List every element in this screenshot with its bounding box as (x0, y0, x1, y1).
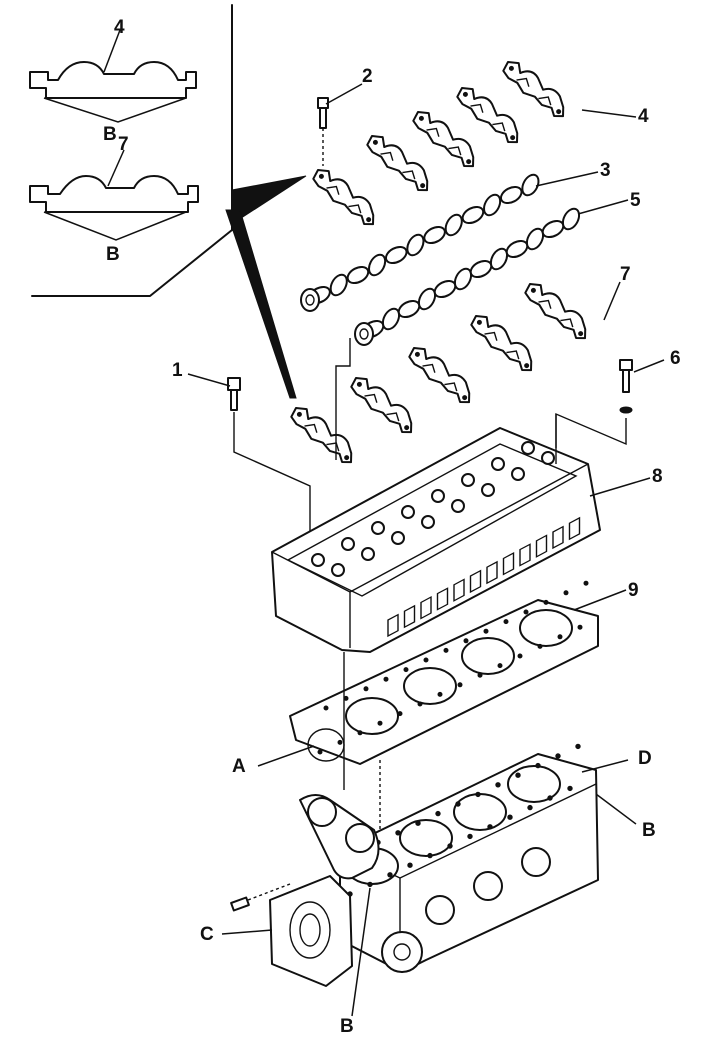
bolt-2 (317, 97, 329, 166)
callout-4: 4 (638, 106, 649, 127)
lower-cap-4 (470, 315, 533, 372)
camshaft-5 (354, 207, 585, 346)
callout-6: 6 (670, 348, 681, 369)
timing-pulley (307, 797, 337, 827)
lower-bearing-caps (290, 283, 587, 464)
callout-8: 8 (652, 466, 663, 487)
engine-block (230, 743, 599, 987)
lower-cap-3 (408, 347, 471, 404)
callout-a: A (232, 756, 246, 777)
pointer-wedges (225, 175, 307, 399)
callout-5: 5 (630, 190, 641, 211)
callout-3: 3 (600, 160, 611, 181)
lower-cap-1 (290, 407, 353, 464)
callout-b-block-bottom: B (340, 1016, 354, 1037)
inset-bearing-cap-detail (29, 4, 233, 297)
callout-4-inset: 4 (114, 17, 125, 38)
lower-cap-5 (524, 283, 587, 340)
bolt-6-guide-line (555, 412, 627, 448)
callout-b-block-right: B (642, 820, 656, 841)
callout-b-inset-bottom: B (106, 244, 120, 265)
camshaft-3 (300, 173, 545, 312)
head-gasket (289, 580, 599, 765)
cylinder-head (271, 427, 601, 653)
callout-9: 9 (628, 580, 639, 601)
upper-bearing-caps (312, 61, 565, 226)
lower-cap-2 (350, 377, 413, 434)
inset-cap-4 (29, 61, 197, 99)
bolt-6 (619, 359, 633, 414)
bolt-1 (227, 377, 241, 411)
callout-b-inset-top: B (103, 124, 117, 145)
bolt-1-guide-line (233, 412, 311, 560)
inset-cap-7 (29, 175, 199, 213)
callout-c: C (200, 924, 214, 945)
callout-leaders (187, 83, 665, 1017)
upper-cap-4 (456, 87, 519, 144)
upper-cap-1 (312, 169, 375, 226)
callout-7: 7 (620, 264, 631, 285)
callout-1: 1 (172, 360, 183, 381)
callout-7-inset: 7 (118, 134, 129, 155)
callout-d: D (638, 748, 652, 769)
callout-labels: 4 B 7 B 2 4 3 5 7 6 1 8 9 A D B C B (103, 17, 681, 1037)
callout-2: 2 (362, 66, 373, 87)
upper-cap-5 (502, 61, 565, 118)
upper-cap-2 (366, 135, 429, 192)
upper-cap-3 (412, 111, 475, 168)
alignment-guide-lines (335, 338, 557, 830)
end-housing (269, 875, 353, 987)
